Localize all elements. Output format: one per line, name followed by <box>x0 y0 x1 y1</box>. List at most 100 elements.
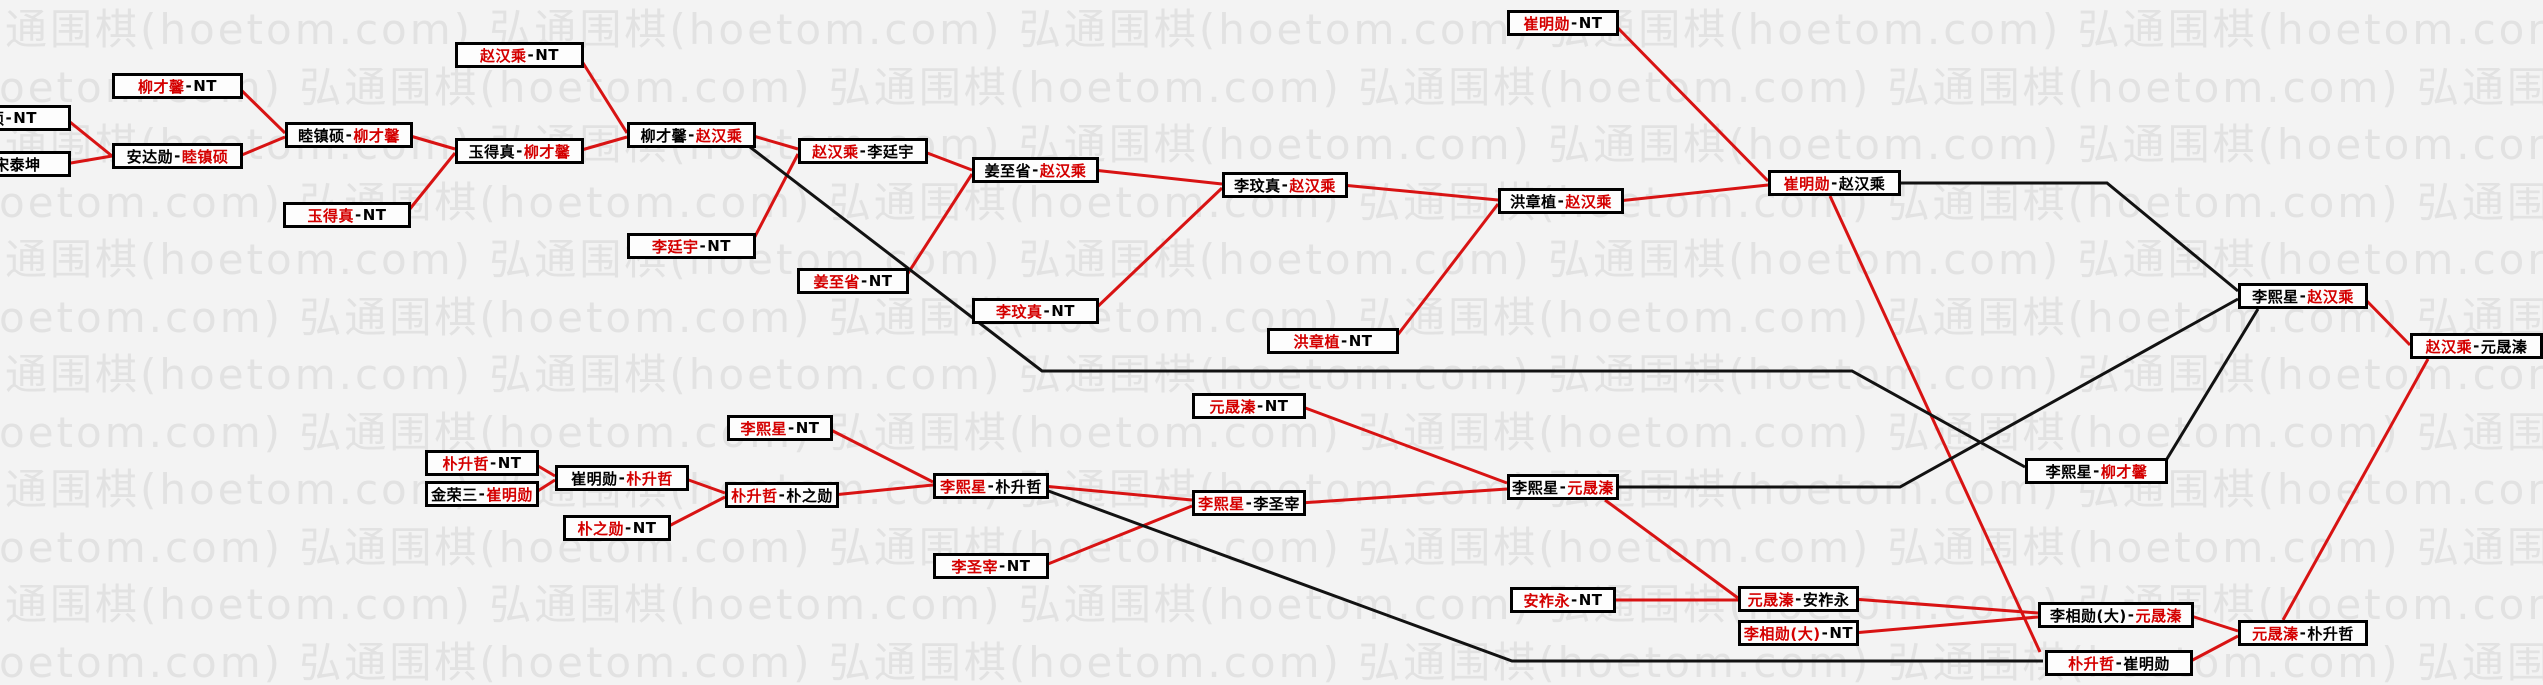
player-name: 硕 <box>0 108 4 129</box>
name-separator: - <box>354 206 362 224</box>
player-name: 安达勋 <box>126 147 174 166</box>
player-name: NT <box>707 237 732 255</box>
name-separator: - <box>2299 287 2307 305</box>
player-name: 李圣宰 <box>951 557 998 576</box>
player-name: 宋泰坤 <box>0 155 41 174</box>
match-box-m5: 睦镇硕-柳才馨 <box>285 122 413 148</box>
loser-line <box>1613 297 2239 489</box>
player-name: 安祚永 <box>1802 590 1850 609</box>
name-separator: - <box>987 477 995 495</box>
player-name: 朴升哲 <box>2068 654 2115 673</box>
player-name: 崔明勋 <box>2123 654 2170 673</box>
winner-line <box>236 135 286 159</box>
match-box-m28: 李熙星-NT <box>727 415 833 441</box>
player-name: 崔明勋 <box>486 485 533 504</box>
name-separator: - <box>1245 494 1253 512</box>
player-name: 李熙星 <box>2045 462 2093 481</box>
name-separator: - <box>2093 462 2100 480</box>
player-name: 赵汉乘 <box>812 142 859 161</box>
winner-line <box>235 84 287 135</box>
player-name: NT <box>795 419 820 437</box>
player-name: 朴升哲 <box>626 469 673 488</box>
name-separator: - <box>2115 654 2123 672</box>
winner-line <box>826 426 934 484</box>
player-name: NT <box>1051 302 1076 320</box>
name-separator: - <box>1557 192 1565 210</box>
winner-line <box>1611 21 1770 183</box>
player-name: 李熙星 <box>2252 287 2299 306</box>
player-name: 朴升哲 <box>995 477 1042 496</box>
match-box-m38: 朴升哲-崔明勋 <box>2045 650 2193 676</box>
winner-line <box>1617 183 1769 203</box>
match-box-m31: 李熙星-李圣宰 <box>1192 490 1306 516</box>
name-separator: - <box>859 142 867 160</box>
watermark-row: 弘通围棋(hoetom.com) 弘通围棋(hoetom.com) 弘通围棋(h… <box>0 522 2543 572</box>
player-name: 李熙星 <box>740 419 787 438</box>
name-separator: - <box>1570 591 1578 609</box>
name-separator: - <box>489 454 497 472</box>
winner-line <box>749 133 799 151</box>
player-name: 元晟溱 <box>1747 590 1795 609</box>
player-name: 赵汉乘 <box>2425 337 2473 356</box>
player-name: 姜至省 <box>984 161 1032 180</box>
name-separator: - <box>998 557 1006 575</box>
player-name: 元晟溱 <box>1209 397 1256 416</box>
match-box-m17: 洪章植-赵汉乘 <box>1498 188 1624 214</box>
player-name: 柳才馨 <box>640 126 688 145</box>
match-box-m35: 元晟溱-安祚永 <box>1738 586 1859 612</box>
match-box-m36: 李相勋(大)-NT <box>1738 620 1859 646</box>
name-separator: - <box>478 485 486 503</box>
match-box-m7: 赵汉乘-NT <box>455 42 584 68</box>
match-box-m25: 崔明勋-朴升哲 <box>555 465 689 491</box>
name-separator: - <box>624 519 632 537</box>
player-name: NT <box>362 206 387 224</box>
player-name: 李相勋(大) <box>2050 606 2127 625</box>
match-box-m39: 元晟溱-朴升哲 <box>2238 620 2368 646</box>
watermark-row: 弘通围棋(hoetom.com) 弘通围棋(hoetom.com) 弘通围棋(h… <box>0 235 2543 284</box>
name-separator: - <box>688 126 695 144</box>
match-box-m13: 姜至省-赵汉乘 <box>972 157 1099 183</box>
winner-line <box>403 152 457 216</box>
player-name: 李熙星 <box>940 477 987 496</box>
loser-line <box>2160 308 2260 468</box>
player-name: NT <box>868 272 893 290</box>
match-box-m22: 李熙星-柳才馨 <box>2025 458 2168 484</box>
player-name: 柳才馨 <box>353 126 400 145</box>
player-name: 李玟真 <box>1234 176 1281 195</box>
player-name: 赵汉乘 <box>1039 161 1087 180</box>
player-name: 赵汉乘 <box>1838 174 1886 193</box>
winner-line <box>1042 504 1193 568</box>
name-separator: - <box>1559 478 1567 496</box>
match-box-m8: 玉得真-柳才馨 <box>455 138 584 164</box>
winner-line <box>1299 404 1508 485</box>
match-box-m11: 赵汉乘-李廷宇 <box>798 138 928 164</box>
winner-line <box>748 153 800 247</box>
name-separator: - <box>2299 624 2307 642</box>
name-separator: - <box>527 46 535 64</box>
player-name: NT <box>1348 332 1373 350</box>
player-name: NT <box>497 454 522 472</box>
match-box-m18: 崔明勋-NT <box>1507 10 1619 36</box>
name-separator: - <box>1340 332 1348 350</box>
match-box-m24: 金荣三-崔明勋 <box>425 481 539 507</box>
name-separator: - <box>1032 161 1039 179</box>
player-name: 睦镇硕 <box>298 126 345 145</box>
name-separator: - <box>1281 176 1289 194</box>
player-name: 柳才馨 <box>2100 462 2148 481</box>
player-name: 崔明勋 <box>1783 174 1831 193</box>
player-name: 元晟溱 <box>2480 337 2528 356</box>
loser-line <box>1895 181 2239 293</box>
winner-line <box>1604 498 1739 600</box>
player-name: 洪章植 <box>1510 192 1557 211</box>
winner-line <box>64 154 113 166</box>
name-separator: - <box>860 272 868 290</box>
player-name: 崔明勋 <box>1523 14 1570 33</box>
player-name: 赵汉乘 <box>479 46 527 65</box>
winner-line <box>1828 195 2042 653</box>
player-name: 姜至省 <box>813 272 860 291</box>
match-box-m9: 柳才馨-赵汉乘 <box>627 122 756 148</box>
match-box-m12: 姜至省-NT <box>797 268 909 294</box>
match-box-m2: -宋泰坤 <box>0 151 71 177</box>
winner-line <box>664 495 726 530</box>
